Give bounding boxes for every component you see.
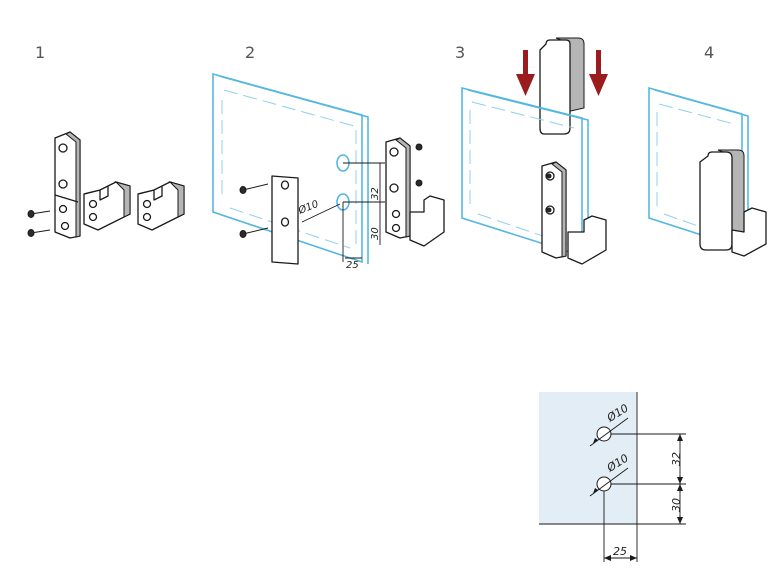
- detail-bottom-offset-label: 30: [670, 498, 683, 512]
- step-2-hinge-body: [385, 137, 445, 247]
- detail-hole-spacing-label: 32: [670, 452, 683, 466]
- step-4-finished-hinge: [699, 149, 767, 257]
- detail-edge-offset-label: 25: [613, 545, 627, 558]
- down-arrow-right-icon: [589, 50, 608, 96]
- down-arrow-left-icon: [516, 50, 535, 96]
- step-2-hole-diameter-label: Ø10: [296, 198, 321, 217]
- step-1-clamp-2: [137, 180, 185, 231]
- detail-glass-panel: [539, 392, 637, 524]
- step-1-number: 1: [35, 43, 45, 62]
- step-2-dimension-lines: [301, 162, 385, 262]
- step-1-parts: [27, 131, 185, 239]
- step-2-screws: [239, 183, 269, 238]
- step-4-assembly: [648, 86, 767, 257]
- drilling-detail-drawing: Ø10 Ø10 32 30 25: [539, 392, 686, 562]
- step-2-outer-plate: [271, 175, 299, 265]
- step-2-number: 2: [245, 43, 255, 62]
- step-3-hinge-body: [541, 161, 607, 265]
- step-2-assembly: Ø10 32 30 25: [212, 72, 445, 271]
- step-3-cover-cap: [539, 37, 585, 135]
- step-1-hinge-plate: [54, 131, 81, 239]
- step-2-edge-offset-label: 25: [346, 260, 359, 271]
- step-2-bottom-offset-label: 30: [370, 227, 381, 240]
- step-2-hole-spacing-label: 32: [370, 187, 381, 200]
- step-4-number: 4: [704, 43, 714, 62]
- step-3-number: 3: [455, 43, 465, 62]
- step-3-assembly: [461, 37, 608, 265]
- step-1-screws: [27, 210, 51, 237]
- step-2-glass-panel: [212, 72, 369, 264]
- step-1-clamp-1: [83, 180, 131, 231]
